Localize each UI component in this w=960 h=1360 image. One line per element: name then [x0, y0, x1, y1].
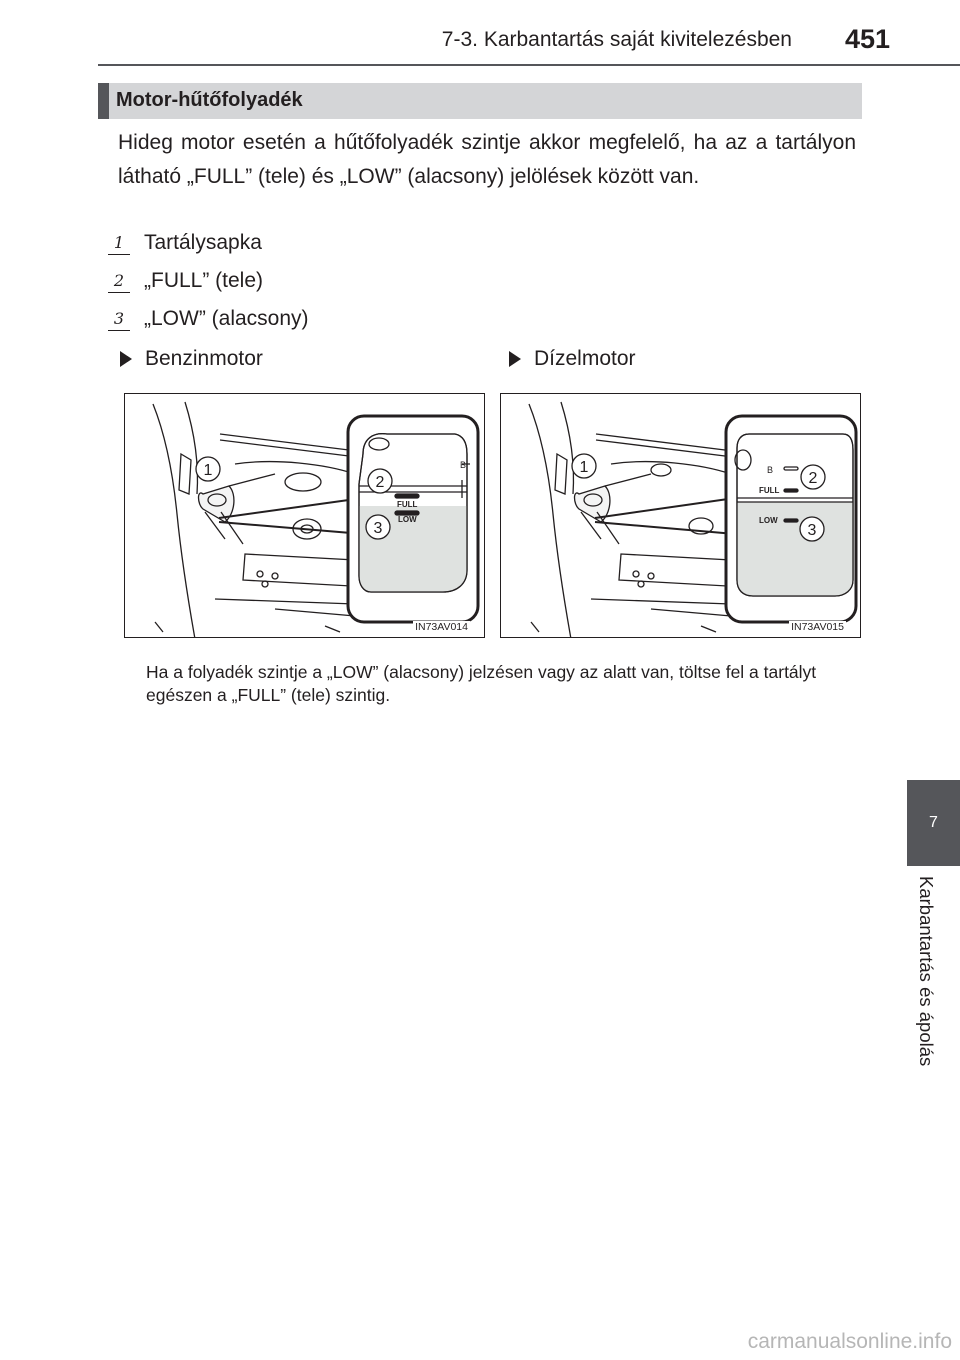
item-label: „LOW” (alacsony) [144, 307, 309, 330]
engine-illustration: B FULL LOW 1 2 3 [152, 401, 480, 637]
chapter-tab[interactable]: 7 [907, 780, 960, 866]
full-mark: FULL [759, 486, 780, 495]
section-heading: Motor-hűtőfolyadék [116, 89, 303, 111]
figure-petrol-engine: B FULL LOW 1 2 3 IN73AV014 [124, 393, 485, 638]
figure-code: IN73AV014 [413, 621, 470, 633]
subheading-label: Benzinmotor [145, 347, 263, 370]
page-number: 451 [844, 24, 890, 54]
engine-illustration: B FULL LOW 1 2 3 [528, 401, 858, 637]
item-number-badge: 3 [108, 307, 130, 331]
item-number-badge: 1 [108, 231, 130, 255]
chapter-tab-label: Karbantartás és ápolás [916, 876, 937, 1067]
callout-3: 3 [374, 520, 383, 537]
callout-1: 1 [580, 459, 589, 476]
section-heading-bar [98, 83, 862, 119]
subheading-petrol: Benzinmotor [120, 347, 263, 371]
intro-paragraph: Hideg motor esetén a hűtőfolyadék szintj… [118, 131, 856, 188]
callout-2: 2 [376, 474, 385, 491]
figure-diesel-engine: B FULL LOW 1 2 3 IN73AV015 [500, 393, 861, 638]
list-item: 1 Tartálysapka [108, 230, 262, 256]
b-mark: B [460, 460, 466, 470]
figure-code: IN73AV015 [789, 621, 846, 633]
list-item: 3 „LOW” (alacsony) [108, 306, 309, 332]
subheading-diesel: Dízelmotor [509, 347, 636, 371]
item-number-badge: 2 [108, 269, 130, 293]
note-paragraph: Ha a folyadék szintje a „LOW” (alacsony)… [146, 662, 817, 705]
item-label: „FULL” (tele) [144, 269, 264, 292]
header-rule [98, 64, 960, 66]
callout-1: 1 [204, 462, 213, 479]
subheading-label: Dízelmotor [534, 347, 636, 370]
triangle-bullet-icon [509, 351, 521, 367]
running-header-title: 7-3. Karbantartás saját kivitelezésben [441, 28, 792, 51]
low-mark: LOW [759, 516, 778, 525]
b-mark: B [767, 465, 773, 475]
low-mark: LOW [398, 515, 417, 524]
item-label: Tartálysapka [144, 231, 262, 254]
full-mark: FULL [397, 500, 418, 509]
callout-2: 2 [809, 470, 818, 487]
watermark: carmanualsonline.info [747, 1330, 952, 1353]
list-item: 2 „FULL” (tele) [108, 268, 263, 294]
triangle-bullet-icon [120, 351, 132, 367]
callout-3: 3 [808, 522, 817, 539]
